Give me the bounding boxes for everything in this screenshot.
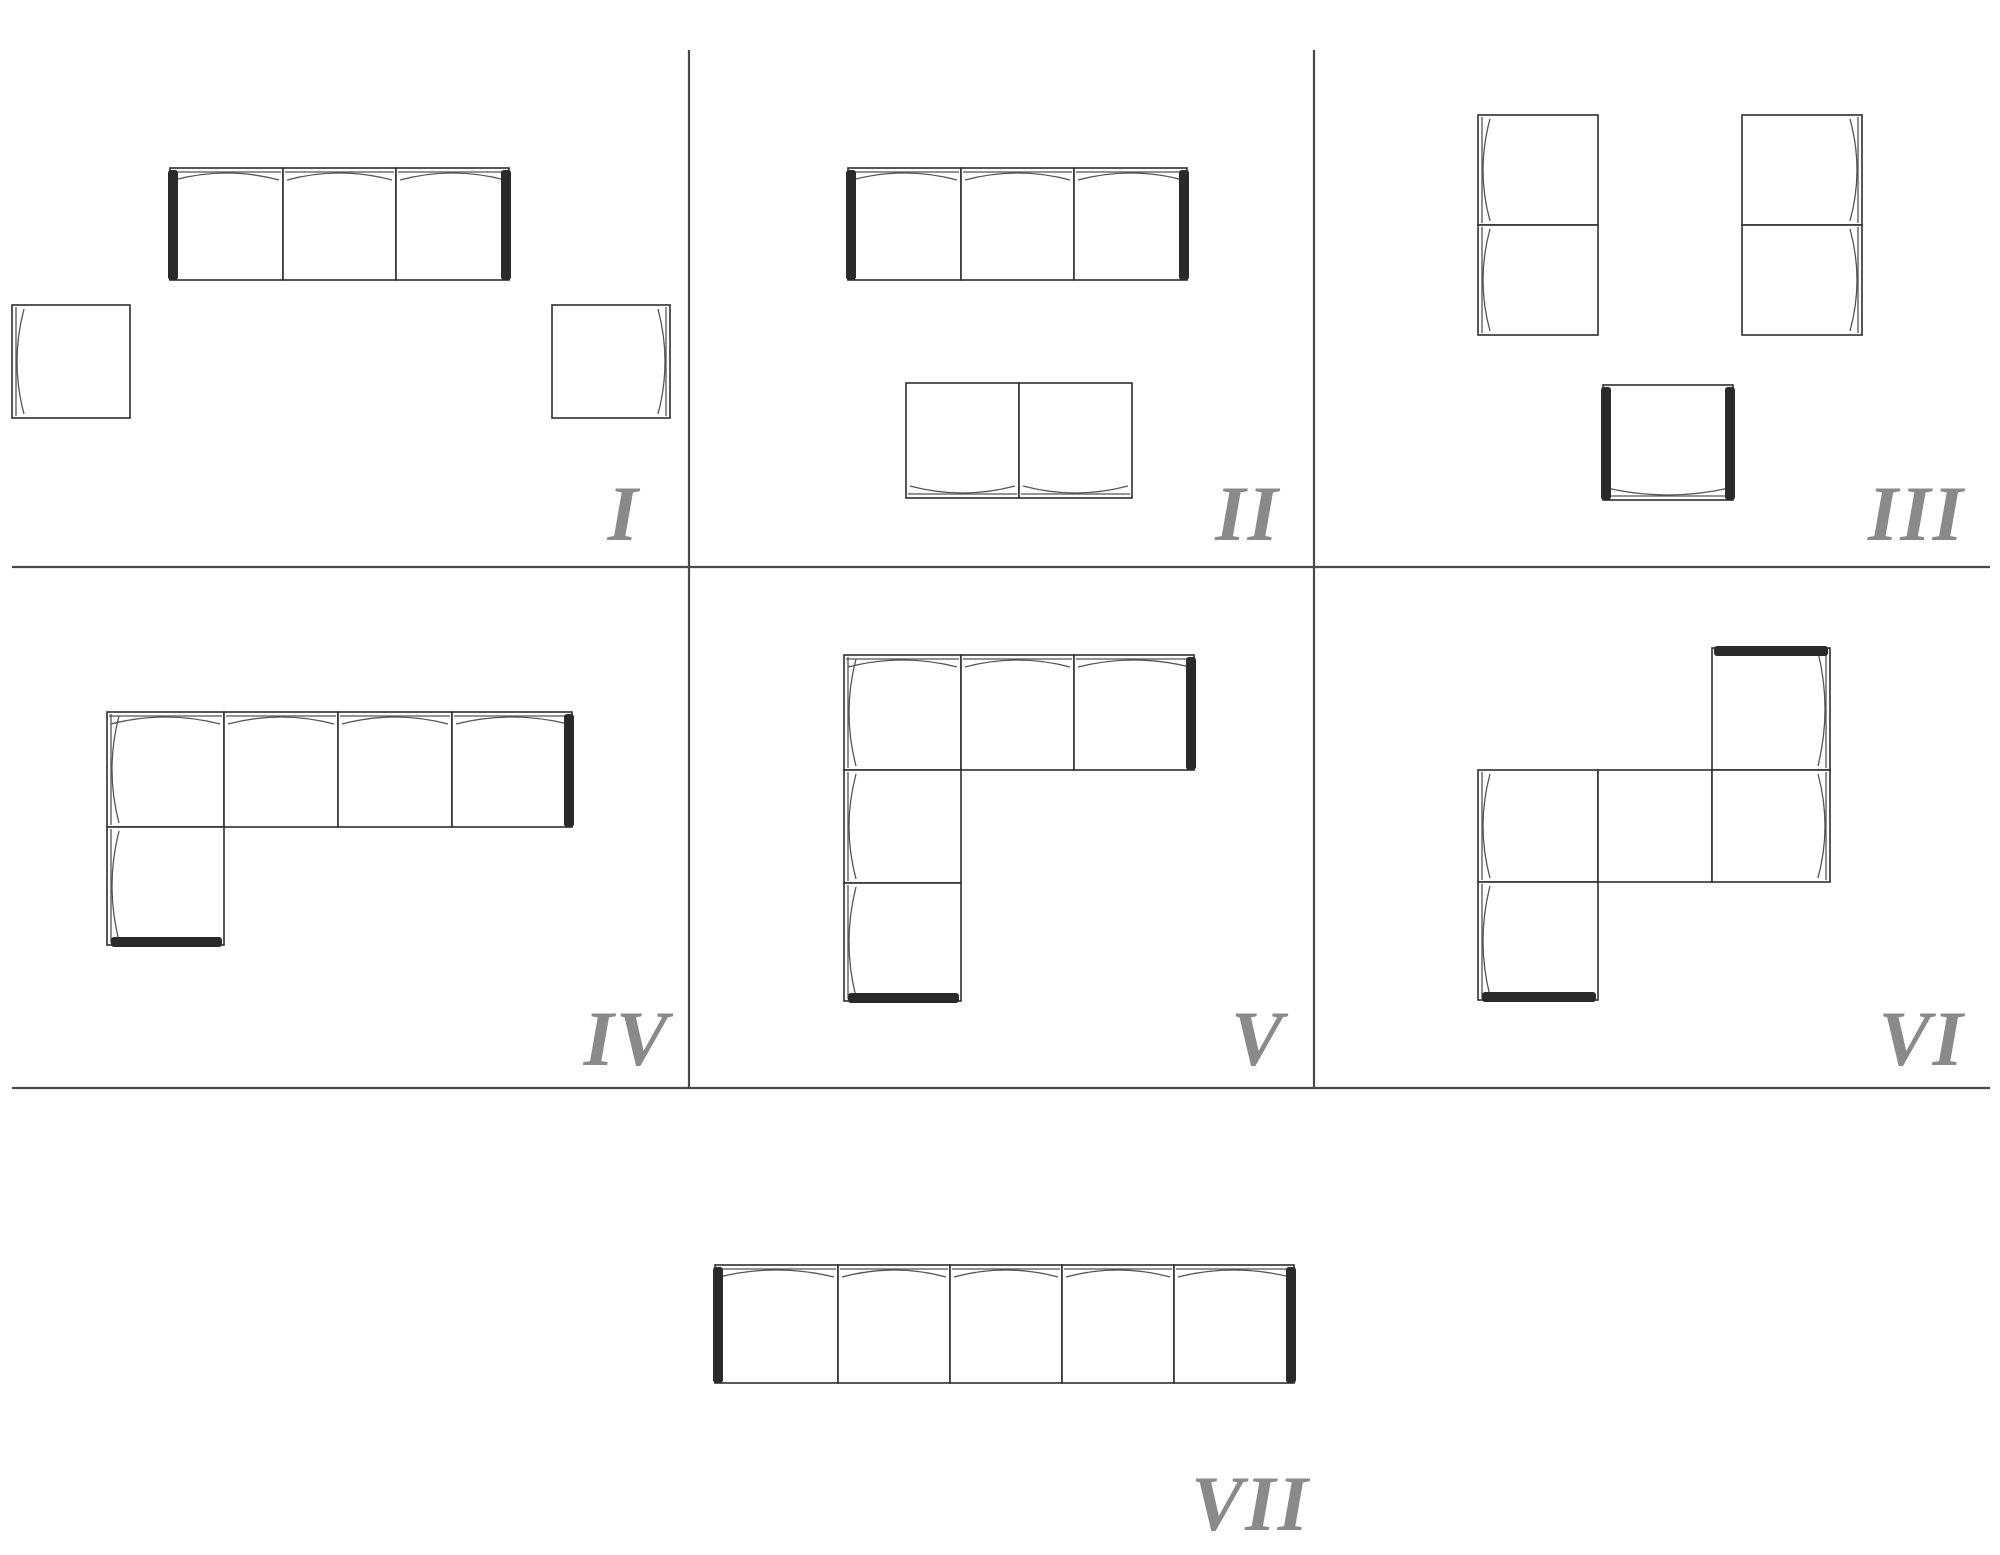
layout-label: VI	[1879, 995, 1966, 1082]
armrest	[1725, 387, 1735, 500]
layout-label: VII	[1191, 1460, 1310, 1547]
armrest	[1179, 170, 1189, 280]
layout-panel-7: VII	[713, 1264, 1310, 1547]
layout-panel-2: II	[846, 167, 1280, 557]
sofa-module	[1477, 881, 1599, 1002]
layout-label: II	[1214, 470, 1280, 557]
sofa-module	[168, 167, 284, 281]
sofa-module	[1711, 646, 1831, 771]
panel-grid	[12, 50, 1990, 1090]
sofa-module	[451, 711, 574, 828]
layout-panel-4: IV	[106, 711, 674, 1082]
sofa-module	[905, 382, 1020, 499]
sofa-module	[713, 1264, 839, 1384]
sofa-module	[106, 711, 225, 828]
armrest	[1186, 657, 1196, 770]
sofa-module	[1711, 769, 1831, 883]
sofa-module	[949, 1264, 1063, 1384]
sofa-module	[282, 167, 397, 281]
sofa-module	[843, 769, 962, 884]
armrest	[1286, 1267, 1296, 1383]
sofa-module	[1477, 769, 1599, 883]
sofa-module	[551, 304, 671, 419]
sofa-module	[1173, 1264, 1296, 1384]
layout-panel-1: I	[11, 167, 671, 557]
armrest	[501, 170, 511, 280]
armrest	[1482, 992, 1596, 1002]
sofa-module	[1477, 224, 1599, 336]
armrest	[848, 993, 959, 1003]
sofa-module	[337, 711, 453, 828]
armrest	[713, 1267, 723, 1383]
sofa-module	[1741, 114, 1863, 226]
armrest	[846, 170, 856, 280]
layout-label: IV	[583, 995, 674, 1082]
sofa-module	[223, 711, 339, 828]
sofa-module	[1061, 1264, 1175, 1384]
sofa-module	[106, 826, 225, 947]
armrest	[1601, 387, 1611, 500]
sofa-module	[1597, 769, 1713, 883]
sofa-module	[395, 167, 511, 281]
layout-label: V	[1231, 995, 1289, 1082]
sofa-module	[843, 654, 962, 771]
layout-panel-6: VI	[1477, 646, 1966, 1082]
sofa-module	[846, 167, 962, 281]
sofa-module	[1073, 167, 1189, 281]
layout-panel-3: III	[1477, 114, 1966, 557]
sofa-module	[837, 1264, 951, 1384]
sofa-module	[843, 882, 962, 1003]
layout-label: I	[607, 470, 641, 557]
sofa-module	[1601, 384, 1735, 501]
layout-label: III	[1867, 470, 1966, 557]
sofa-module	[960, 167, 1075, 281]
armrest	[168, 170, 178, 280]
armrest	[1714, 646, 1828, 656]
sofa-module	[960, 654, 1075, 771]
sofa-module	[1073, 654, 1196, 771]
sofa-module	[1018, 382, 1133, 499]
sofa-module	[11, 304, 131, 419]
layout-panel-5: V	[843, 654, 1289, 1082]
armrest	[564, 714, 574, 827]
sofa-module	[1741, 224, 1863, 336]
sofa-module	[1477, 114, 1599, 226]
armrest	[111, 937, 222, 947]
